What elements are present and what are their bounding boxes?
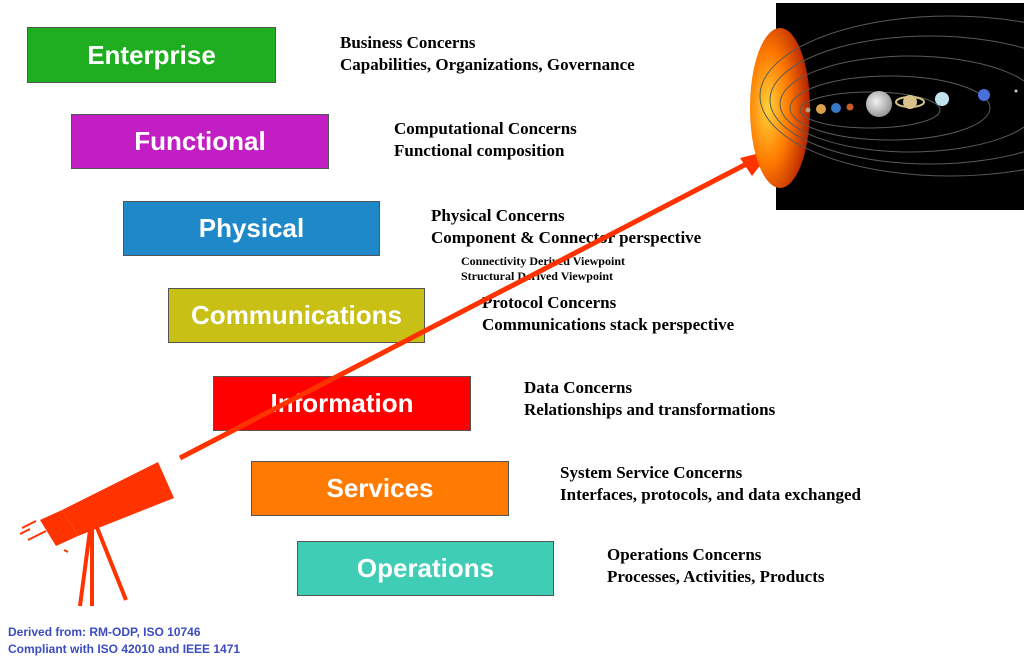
layer-label-communications: Communications — [191, 300, 402, 330]
solar-system-image — [750, 3, 1024, 210]
physical-viewpoints: Connectivity Derived Viewpoint Structura… — [461, 254, 625, 284]
enterprise-concern-detail: Capabilities, Organizations, Governance — [340, 55, 635, 74]
layer-label-enterprise: Enterprise — [87, 39, 216, 70]
functional-concerns: Computational Concerns Functional compos… — [394, 118, 577, 162]
information-concern-title: Data Concerns — [524, 378, 633, 397]
operations-concerns: Operations Concerns Processes, Activitie… — [607, 544, 825, 588]
connectivity-viewpoint: Connectivity Derived Viewpoint — [461, 254, 625, 268]
layer-label-operations: Operations — [356, 553, 495, 583]
information-concerns: Data Concerns Relationships and transfor… — [524, 377, 775, 421]
telescope-illustration — [19, 462, 174, 607]
layer-box-enterprise: Enterprise — [27, 27, 276, 83]
enterprise-concerns: Business Concerns Capabilities, Organiza… — [340, 32, 635, 76]
layer-box-operations: Operations — [297, 541, 554, 596]
layer-box-communications: Communications — [168, 288, 425, 343]
trajectory-arrow — [98, 150, 772, 501]
operations-concern-detail: Processes, Activities, Products — [607, 567, 825, 586]
layer-label-physical: Physical — [198, 213, 305, 243]
services-concern-detail: Interfaces, protocols, and data exchange… — [560, 485, 861, 504]
layer-label-functional: Functional — [134, 126, 266, 156]
footer-derived-from: Derived from: RM-ODP, ISO 10746 — [8, 625, 201, 639]
physical-concern-detail: Component & Connector perspective — [431, 228, 702, 247]
physical-concerns: Physical Concerns Component & Connector … — [431, 205, 701, 249]
layer-box-information: Information — [213, 376, 471, 431]
functional-concern-detail: Functional composition — [394, 141, 565, 160]
layer-box-physical: Physical — [123, 201, 380, 256]
communications-concern-detail: Communications stack perspective — [482, 315, 735, 334]
layer-box-functional: Functional — [71, 114, 329, 169]
functional-concern-title: Computational Concerns — [394, 119, 577, 138]
footer-notes: Derived from: RM-ODP, ISO 10746 Complian… — [8, 624, 240, 658]
layer-box-services: Services — [251, 461, 509, 516]
services-concern-title: System Service Concerns — [560, 463, 743, 482]
information-concern-detail: Relationships and transformations — [524, 400, 776, 419]
enterprise-concern-title: Business Concerns — [340, 33, 476, 52]
layer-label-information: Information — [270, 388, 414, 418]
footer-compliance: Compliant with ISO 42010 and IEEE 1471 — [8, 642, 241, 656]
physical-concern-title: Physical Concerns — [431, 206, 565, 225]
communications-concern-title: Protocol Concerns — [482, 293, 617, 312]
communications-concerns: Protocol Concerns Communications stack p… — [482, 292, 734, 336]
services-concerns: System Service Concerns Interfaces, prot… — [560, 462, 861, 506]
operations-concern-title: Operations Concerns — [607, 545, 762, 564]
layer-label-services: Services — [326, 473, 434, 503]
structural-viewpoint: Structural Derived Viewpoint — [461, 269, 613, 283]
